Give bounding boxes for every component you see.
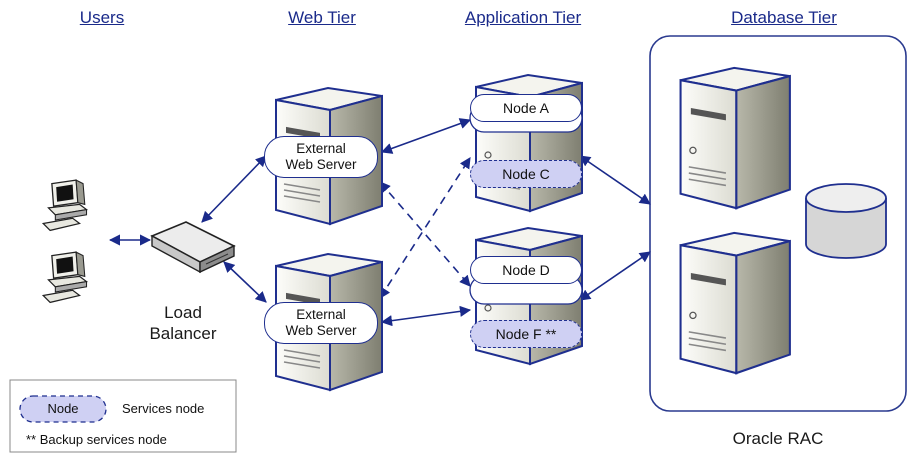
db-tier-header: Database Tier (731, 8, 837, 27)
web-server-line2: Web Server (285, 323, 357, 338)
node-c-services-pill: Node C (470, 160, 582, 188)
web-tier-header: Web Tier (288, 8, 356, 27)
lb-web2-arrow (223, 261, 267, 303)
web-server-line2: Web Server (285, 157, 357, 172)
load-balancer-label-line2: Balancer (149, 324, 217, 343)
web-server-line1: External (296, 141, 346, 156)
node-a-pill: Node A (470, 94, 582, 122)
load-balancer-icon (150, 221, 236, 274)
users-header: Users (79, 8, 125, 27)
web2-app1-dashed-arrow (379, 157, 471, 299)
external-web-server-label: External Web Server (264, 136, 378, 178)
load-balancer-label-line1: Load (164, 303, 202, 322)
web1-app2-dashed-arrow (379, 181, 471, 287)
legend-backup-text: ** Backup services node (26, 432, 167, 447)
load-balancer-label: Load Balancer (149, 302, 216, 344)
web2-app2-arrow (380, 305, 472, 327)
db-server-icon (679, 66, 791, 210)
node-d-pill: Node D (470, 256, 582, 284)
web-server-line1: External (296, 307, 346, 322)
app-tier-header: Application Tier (464, 8, 582, 27)
user-computer-icon (42, 179, 88, 232)
node-f-services-pill: Node F ** (470, 320, 582, 348)
database-disk-icon (805, 183, 887, 259)
external-web-server-label: External Web Server (264, 302, 378, 344)
user-computer-icon (42, 251, 88, 304)
legend-node-label: Node (47, 401, 79, 416)
legend-service-swatch (19, 395, 107, 423)
db-server-icon (679, 231, 791, 375)
lb-web1-arrow (201, 155, 267, 223)
app2-db-arrow (579, 251, 651, 301)
web1-app1-arrow (380, 118, 472, 154)
oracle-rac-label: Oracle RAC (732, 429, 824, 448)
app1-db-arrow (579, 155, 651, 205)
legend-services-text: Services node (122, 401, 205, 416)
